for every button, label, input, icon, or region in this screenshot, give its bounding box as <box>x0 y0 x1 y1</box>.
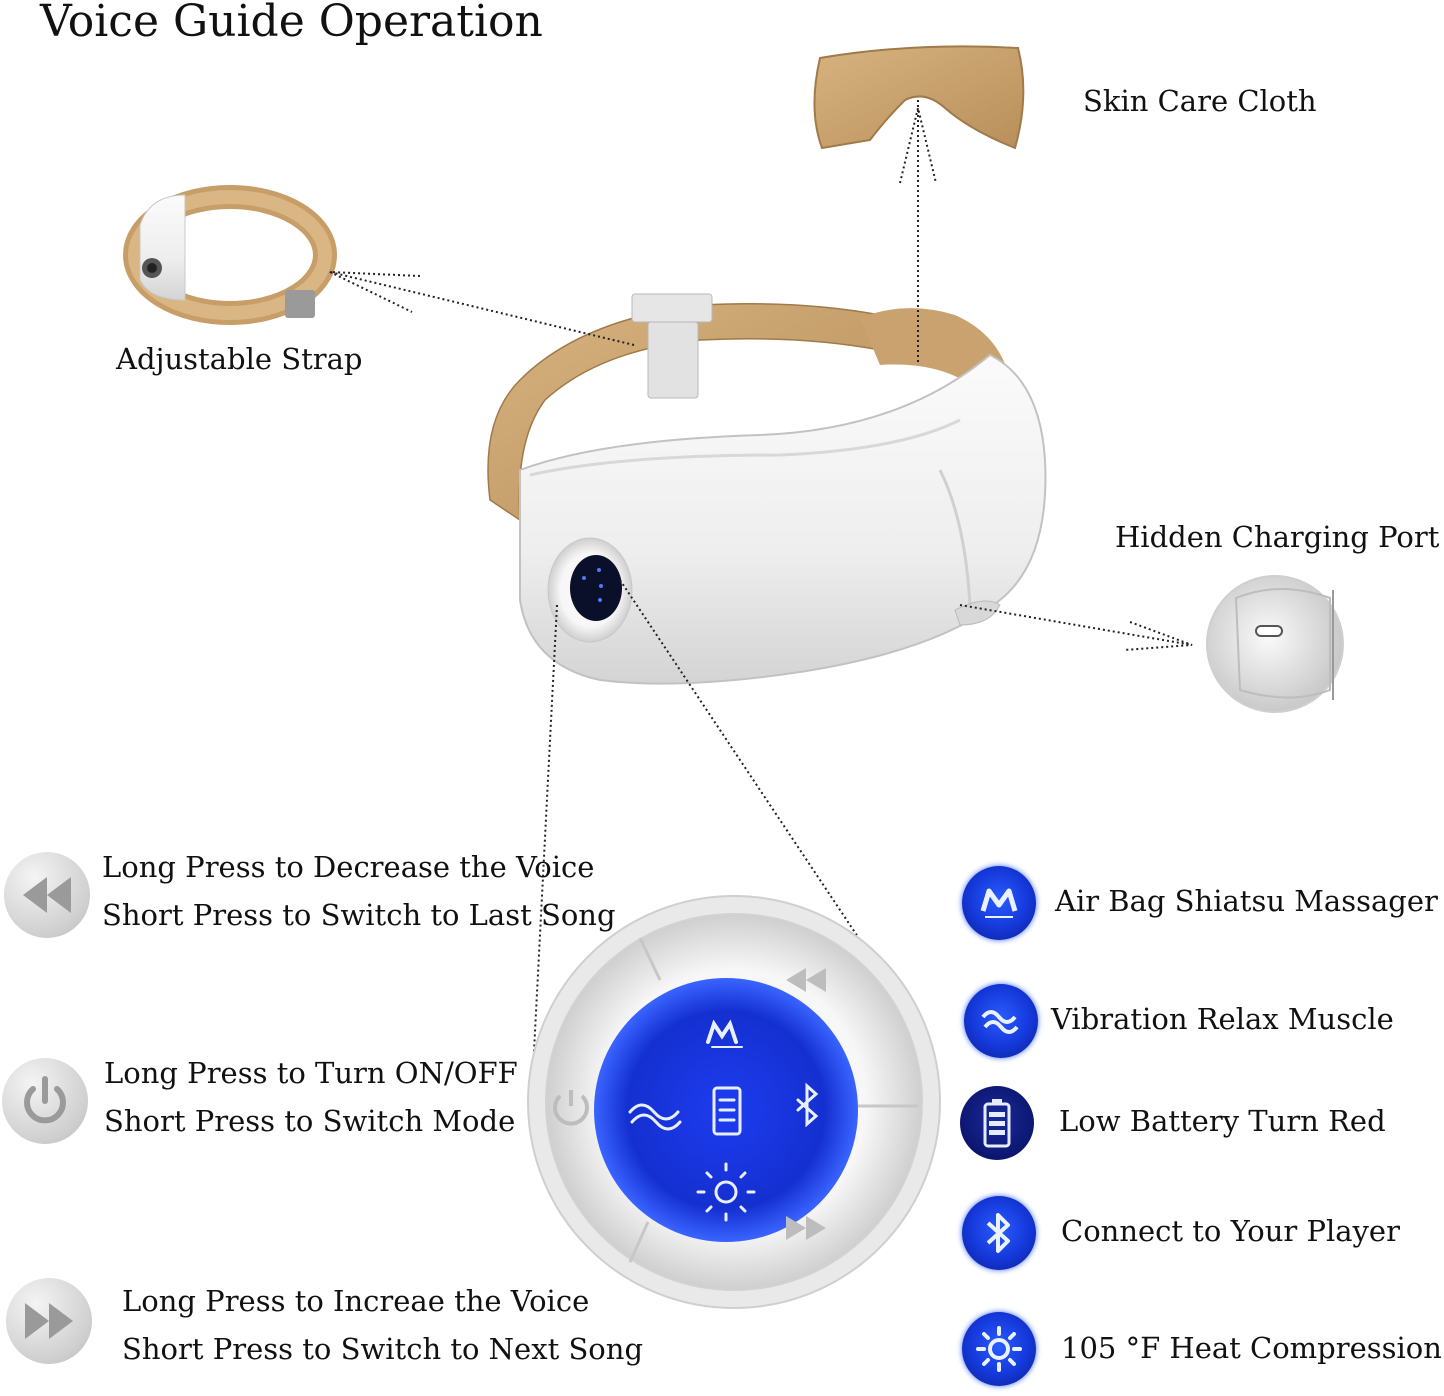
rewind-long-press-text: Long Press to Decrease the Voice <box>102 850 595 884</box>
power-short-press-text: Short Press to Switch Mode <box>104 1104 516 1138</box>
air-bag-label: Air Bag Shiatsu Massager <box>1055 884 1438 918</box>
battery-label: Low Battery Turn Red <box>1059 1104 1386 1138</box>
control-panel-zoom <box>527 895 941 1309</box>
battery-icon <box>960 1086 1034 1160</box>
fast-forward-button-description: Long Press to Increae the Voice Short Pr… <box>122 1284 643 1366</box>
charging-port-zoom-image <box>1206 575 1344 713</box>
vibration-label: Vibration Relax Muscle <box>1051 1002 1394 1036</box>
power-long-press-text: Long Press to Turn ON/OFF <box>104 1056 518 1090</box>
hidden-charging-port-label: Hidden Charging Port <box>1115 520 1440 554</box>
power-icon <box>2 1058 88 1144</box>
massager-body <box>519 353 1047 685</box>
strap-preview-image <box>123 185 337 325</box>
bluetooth-icon <box>962 1196 1036 1270</box>
fast-forward-short-press-text: Short Press to Switch to Next Song <box>122 1332 644 1366</box>
bluetooth-label: Connect to Your Player <box>1061 1214 1400 1248</box>
rewind-icon <box>4 852 90 938</box>
heat-icon <box>962 1312 1036 1386</box>
page-title: Voice Guide Operation <box>40 0 543 47</box>
adjustable-strap-label: Adjustable Strap <box>116 342 363 376</box>
rewind-button-description: Long Press to Decrease the Voice Short P… <box>102 850 616 932</box>
skin-care-cloth-label: Skin Care Cloth <box>1083 84 1317 118</box>
air-bag-icon <box>962 866 1036 940</box>
power-button-description: Long Press to Turn ON/OFF Short Press to… <box>104 1056 518 1138</box>
skin-care-cloth-image <box>813 45 1025 150</box>
vibration-icon <box>964 984 1038 1058</box>
fast-forward-icon <box>6 1278 92 1364</box>
rewind-short-press-text: Short Press to Switch to Last Song <box>102 898 616 932</box>
fast-forward-long-press-text: Long Press to Increae the Voice <box>122 1284 590 1318</box>
heat-label: 105 °F Heat Compression <box>1061 1331 1442 1365</box>
